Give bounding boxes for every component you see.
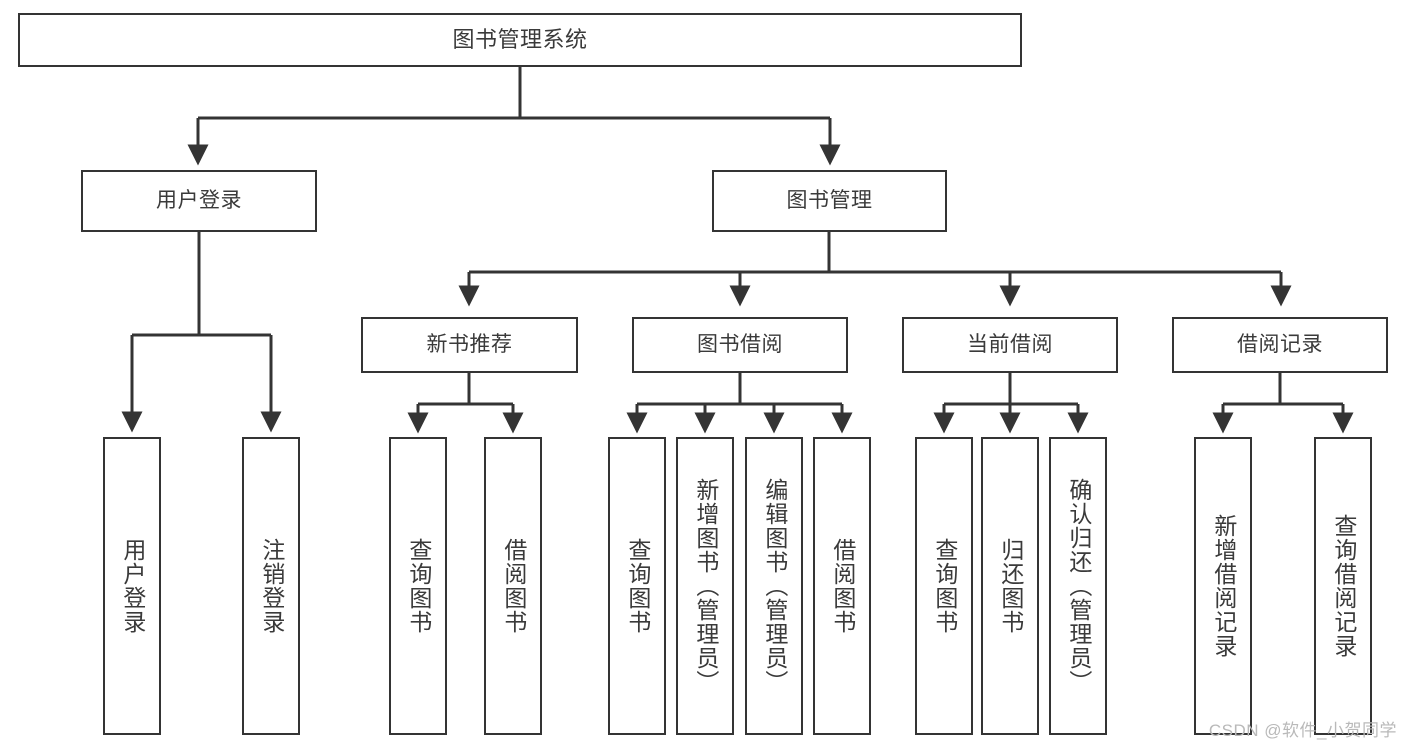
node-label: 查询图书 (405, 538, 432, 634)
node-new-book-recommend[interactable]: 新书推荐 (361, 317, 578, 373)
node-label: 查询图书 (624, 538, 651, 634)
leaf-borrow-record-add-record[interactable]: 新增借阅记录 (1194, 437, 1252, 735)
leaf-book-borrow-query-book[interactable]: 查询图书 (608, 437, 666, 735)
node-label: 注销登录 (258, 538, 285, 634)
leaf-current-borrow-confirm-return-admin[interactable]: 确认归还（管理员） (1049, 437, 1107, 735)
node-borrow-record[interactable]: 借阅记录 (1172, 317, 1388, 373)
node-label: 用户登录 (156, 189, 242, 213)
node-label: 查询借阅记录 (1330, 514, 1357, 658)
node-label: 借阅记录 (1237, 333, 1323, 357)
watermark: CSDN @软件_小贺同学 (1208, 721, 1397, 740)
leaf-current-borrow-query-book[interactable]: 查询图书 (915, 437, 973, 735)
node-book-management[interactable]: 图书管理 (712, 170, 947, 232)
node-label: 查询图书 (931, 538, 958, 634)
node-label: 用户登录 (119, 538, 146, 634)
node-label: 新增图书（管理员） (692, 478, 719, 694)
node-label: 借阅图书 (829, 538, 856, 634)
node-book-borrow[interactable]: 图书借阅 (632, 317, 848, 373)
node-label: 图书管理系统 (452, 26, 588, 52)
leaf-current-borrow-return-book[interactable]: 归还图书 (981, 437, 1039, 735)
node-current-borrow[interactable]: 当前借阅 (902, 317, 1118, 373)
leaf-new-book-borrow-book[interactable]: 借阅图书 (484, 437, 542, 735)
node-root-book-management-system[interactable]: 图书管理系统 (18, 13, 1022, 67)
node-label: 当前借阅 (967, 333, 1053, 357)
leaf-user-login-login[interactable]: 用户登录 (103, 437, 161, 735)
leaf-borrow-record-query-record[interactable]: 查询借阅记录 (1314, 437, 1372, 735)
node-label: 归还图书 (997, 538, 1024, 634)
node-label: 确认归还（管理员） (1065, 478, 1092, 694)
node-label: 图书管理 (786, 189, 873, 213)
node-label: 新书推荐 (426, 333, 513, 357)
node-label: 编辑图书（管理员） (761, 478, 788, 694)
node-label: 借阅图书 (500, 538, 527, 634)
leaf-book-borrow-borrow-book[interactable]: 借阅图书 (813, 437, 871, 735)
node-user-login[interactable]: 用户登录 (81, 170, 317, 232)
leaf-book-borrow-add-book-admin[interactable]: 新增图书（管理员） (676, 437, 734, 735)
node-label: 图书借阅 (697, 333, 783, 357)
leaf-book-borrow-edit-book-admin[interactable]: 编辑图书（管理员） (745, 437, 803, 735)
leaf-new-book-query-book[interactable]: 查询图书 (389, 437, 447, 735)
leaf-user-login-logout[interactable]: 注销登录 (242, 437, 300, 735)
node-label: 新增借阅记录 (1210, 514, 1237, 658)
